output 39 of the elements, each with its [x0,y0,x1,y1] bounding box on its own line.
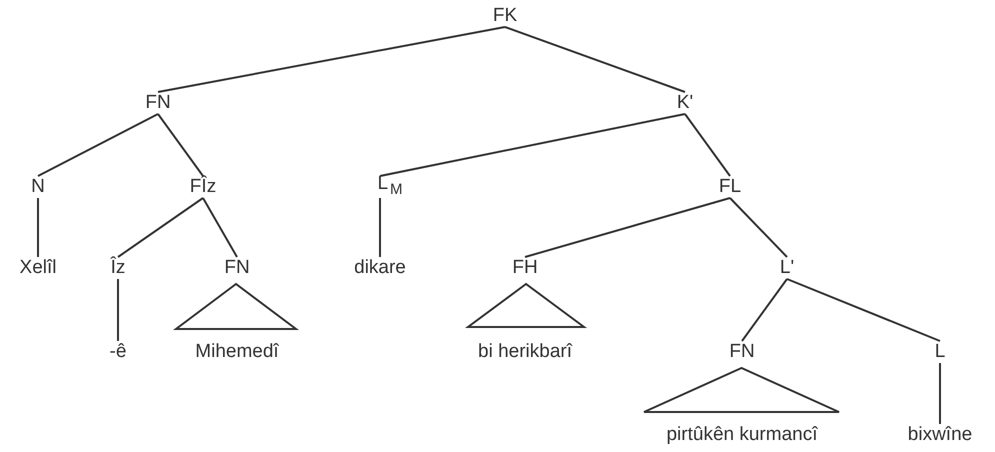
tree-label: FÎz [190,176,216,198]
triangle-roof [643,367,840,413]
tree-label: L' [780,257,794,279]
tree-branch [684,113,731,177]
tree-label: Îz [110,257,126,279]
tree-label: FK [492,5,518,27]
tree-label: L$_{M}$ [377,173,403,201]
tree-branch [202,198,238,258]
tree-branch [504,26,686,93]
tree-branch [117,197,204,258]
tree-branch [379,198,381,257]
tree-label: FH [512,257,538,279]
tree-label: K' [676,92,694,114]
tree-label: dikare [354,257,406,279]
tree-branch [38,113,158,177]
tree-label: Xelîl [20,257,56,279]
tree-branch [157,113,204,177]
tree-branch [729,197,788,258]
tree-branch [158,26,506,93]
tree-branch [939,363,941,424]
tree-branch [117,279,119,341]
tree-label: bi herikbarî [478,341,572,363]
tree-branch [524,197,730,258]
tree-branch [786,278,940,342]
tree-label: N [31,176,45,198]
tree-branch [741,278,788,342]
tree-label: FN [224,257,250,279]
tree-label: pirtûkên kurmancî [666,424,818,446]
tree-label: -ê [110,341,126,363]
triangle-roof [467,283,585,328]
triangle-roof [175,283,297,330]
tree-label: FN [145,92,171,114]
tree-label: L [934,341,946,363]
tree-label: bixwîne [908,424,972,446]
tree-label: FL [718,176,742,198]
tree-label: FN [729,341,755,363]
tree-branch [380,113,686,177]
tree-label: Mihemedî [195,341,279,363]
tree-branch [37,198,39,257]
